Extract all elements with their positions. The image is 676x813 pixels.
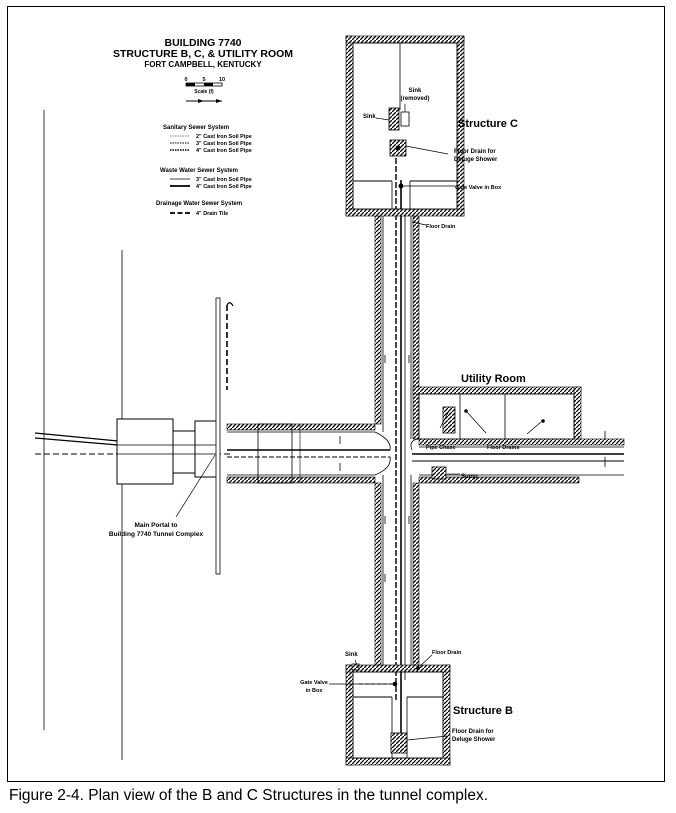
sump — [431, 466, 460, 480]
portal-wall — [215, 297, 234, 575]
title-line-3: FORT CAMPBELL, KENTUCKY — [144, 60, 262, 69]
label-sink-removed-1: Sink — [409, 88, 422, 94]
main-portal — [116, 418, 220, 485]
legend-waste-item-1: 3" Cast Iron Soil Pipe — [196, 177, 252, 183]
label-gate-valve-c: Gate Valve in Box — [455, 185, 502, 191]
label-sump: Sump — [461, 474, 478, 480]
utility-room — [412, 386, 582, 440]
title-line-2: STRUCTURE B, C, & UTILITY ROOM — [113, 48, 293, 60]
scale-label: Scale (f) — [194, 89, 214, 95]
label-floor-drain-c-1: Floor Drain for — [454, 149, 496, 155]
leader-lines — [175, 104, 542, 741]
main-corridor — [226, 423, 625, 484]
label-structure-b: Structure B — [453, 705, 513, 717]
label-floor-drain-b-1: Floor Drain for — [452, 729, 494, 735]
label-main-portal-2: Building 7740 Tunnel Complex — [109, 531, 204, 538]
label-floor-drain-b-2: Deluge Shower — [452, 737, 496, 743]
label-floor-drain-c-2: Deluge Shower — [454, 157, 498, 163]
legend-drainage-item-1: 4" Drain Tile — [196, 211, 228, 217]
figure-frame — [7, 6, 665, 782]
label-gate-valve-b-2: in Box — [306, 688, 324, 694]
label-floor-drain-b: Floor Drain — [432, 650, 462, 656]
structure-c — [345, 35, 465, 217]
label-main-portal-1: Main Portal to — [135, 522, 178, 529]
label-structure-c: Structure C — [458, 118, 518, 130]
legend-waste-title: Waste Water Sewer System — [160, 168, 238, 174]
label-pipe-chase: Pipe Chase — [426, 445, 456, 451]
legend-sanitary-item-2: 3" Cast Iron Soil Pipe — [196, 141, 252, 147]
scale-tick-5: 5 — [202, 77, 205, 83]
label-floor-drain-corridor: Floor Drain — [426, 224, 456, 230]
legend-sanitary-item-1: 2" Cast Iron Soil Pipe — [196, 134, 252, 140]
scale-tick-0: 0 — [184, 77, 187, 83]
scale-tick-10: 10 — [219, 77, 225, 83]
legend-drainage-title: Drainage Water Sewer System — [156, 201, 242, 207]
left-boundary-lines — [43, 110, 123, 760]
label-floor-drains: Floor Drains — [487, 445, 519, 451]
label-sink-c: Sink — [363, 114, 376, 120]
figure-caption: Figure 2-4. Plan view of the B and C Str… — [9, 787, 489, 804]
legend-waste-item-2: 4" Cast Iron Soil Pipe — [196, 184, 252, 190]
label-gate-valve-b-1: Gate Valve — [300, 680, 328, 686]
legend-sanitary-item-3: 4" Cast Iron Soil Pipe — [196, 148, 252, 154]
title-line-1: BUILDING 7740 — [164, 37, 241, 49]
legend: Sanitary Sewer System 2" Cast Iron Soil … — [156, 125, 252, 217]
label-sink-b: Sink — [345, 652, 358, 658]
label-utility-room: Utility Room — [461, 373, 526, 385]
legend-sanitary-title: Sanitary Sewer System — [163, 125, 229, 131]
scale-bar: 0 5 10 Scale (f) — [184, 77, 225, 103]
structure-b — [345, 663, 451, 766]
vertical-corridor — [374, 150, 420, 735]
label-sink-removed-2: (removed) — [400, 96, 429, 102]
